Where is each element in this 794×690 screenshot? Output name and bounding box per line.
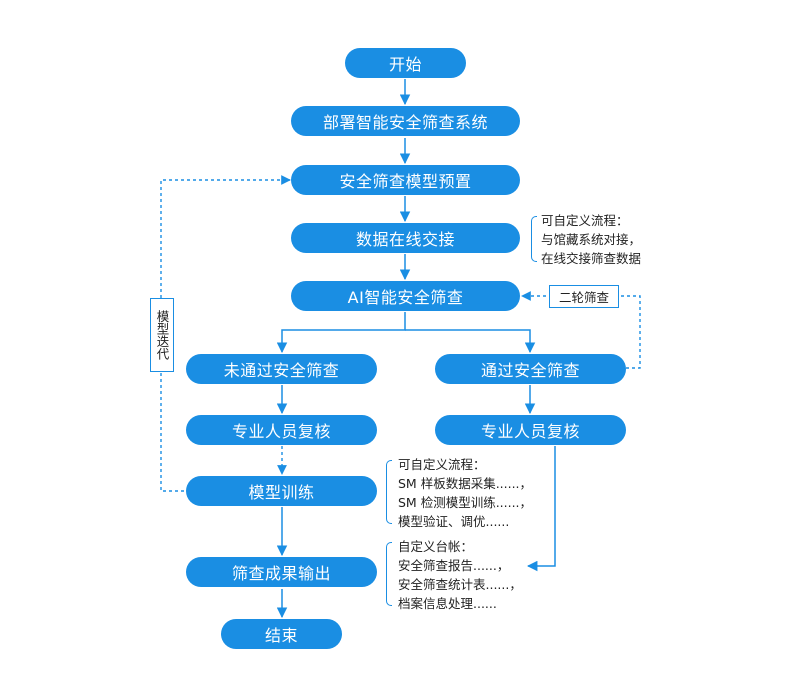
node-deploy-system: 部署智能安全筛查系统 (291, 106, 520, 136)
note-line: 与馆藏系统对接， (541, 232, 642, 247)
node-ai-screening: AI智能安全筛查 (291, 281, 520, 311)
brace-exchange-note (531, 216, 537, 262)
label-model-iteration: 模型迭代 (150, 298, 174, 372)
edge-ai-pass (405, 329, 536, 354)
node-model-training: 模型训练 (186, 476, 377, 506)
note-line: 自定义台帐： (398, 539, 474, 554)
node-expert-review-left: 专业人员复核 (186, 415, 377, 445)
node-failed-screening: 未通过安全筛查 (186, 354, 377, 384)
brace-train-note (386, 460, 392, 524)
brace-output-note (386, 542, 392, 606)
note-line: 模型验证、调优...... (398, 514, 510, 529)
edge-ai-split (276, 312, 406, 354)
note-line: 可自定义流程： (398, 457, 486, 472)
note-line: 安全筛查统计表......， (398, 577, 522, 592)
note-line: 在线交接筛查数据 (541, 251, 642, 266)
note-training: 可自定义流程： SM 样板数据采集......， SM 检测模型训练......… (398, 455, 532, 531)
node-data-exchange: 数据在线交接 (291, 223, 520, 253)
node-end: 结束 (221, 619, 342, 649)
node-expert-review-right: 专业人员复核 (435, 415, 626, 445)
node-model-preset: 安全筛查模型预置 (291, 165, 520, 195)
note-line: 档案信息处理...... (398, 596, 497, 611)
node-passed-screening: 通过安全筛查 (435, 354, 626, 384)
node-start: 开始 (345, 48, 466, 78)
note-exchange: 可自定义流程： 与馆藏系统对接， 在线交接筛查数据 (541, 211, 641, 268)
note-line: 安全筛查报告......， (398, 558, 510, 573)
edge-review-right-to-output (526, 446, 556, 572)
label-second-round: 二轮筛查 (549, 285, 619, 308)
edge-model-iteration-loop (160, 175, 291, 492)
note-line: SM 检测模型训练......， (398, 495, 533, 510)
note-line: SM 样板数据采集......， (398, 476, 533, 491)
node-result-output: 筛查成果输出 (186, 557, 377, 587)
note-line: 可自定义流程： (541, 213, 629, 228)
note-output: 自定义台帐： 安全筛查报告......， 安全筛查统计表......， 档案信息… (398, 537, 522, 613)
